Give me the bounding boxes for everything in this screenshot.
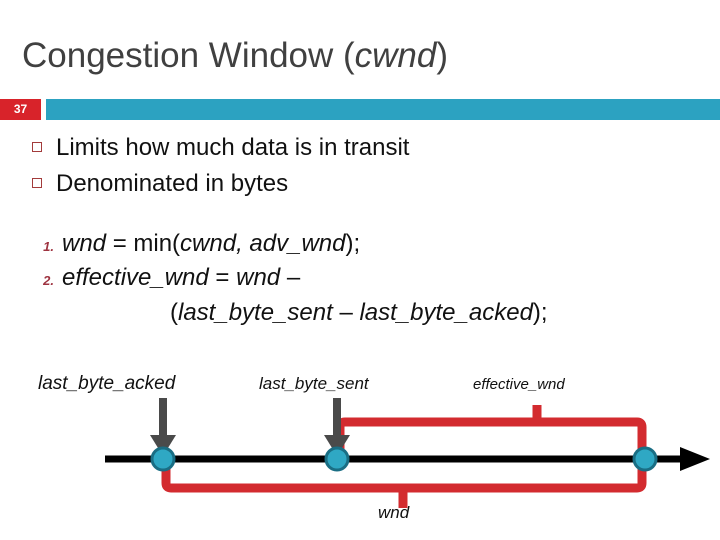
list-item: Denominated in bytes <box>20 167 680 203</box>
bullet-marker <box>20 142 56 155</box>
cwnd-diagram: last_byte_acked last_byte_sent effective… <box>0 355 720 540</box>
diagram-label-effective-wnd: effective_wnd <box>473 376 565 393</box>
continuation-close: ); <box>532 299 548 326</box>
list-number-marker: 2. <box>43 273 54 288</box>
bullet-list: Limits how much data is in transit Denom… <box>20 131 680 203</box>
page-title-tail: ) <box>436 36 449 75</box>
page-title: Congestion Window (cwnd) <box>22 34 448 78</box>
timeline-axis <box>105 447 710 471</box>
formula-1-seg-2: cwnd, adv_wnd <box>180 230 346 257</box>
diagram-canvas <box>105 398 710 508</box>
page-title-emphasis: cwnd <box>354 36 437 75</box>
list-item: Limits how much data is in transit <box>20 131 680 167</box>
title-divider-band: 37 <box>0 99 720 120</box>
bullet-item-label: Denominated in bytes <box>56 170 289 197</box>
bullet-marker <box>20 178 56 191</box>
square-bullet-icon <box>32 142 42 152</box>
bracket-wnd <box>161 462 647 508</box>
slide-number-badge: 37 <box>0 99 41 120</box>
pointer-arrow-last-byte-acked <box>150 398 176 456</box>
formula-1-seg-0: wnd <box>62 230 107 257</box>
divider-rule <box>46 99 720 120</box>
formula-line-1: wnd = min(cwnd, adv_wnd); <box>62 228 360 260</box>
node-last-byte-sent <box>324 446 350 472</box>
diagram-label-wnd: wnd <box>378 503 410 522</box>
list-item: 2. effective_wnd = wnd – <box>20 262 700 296</box>
formula-line-2: effective_wnd = wnd – <box>62 262 300 294</box>
list-item: 1. wnd = min(cwnd, adv_wnd); <box>20 228 700 262</box>
node-window-end <box>632 446 658 472</box>
formula-2-seg-0: effective_wnd <box>62 264 209 291</box>
formula-2-seg-2: wnd <box>236 264 281 291</box>
bracket-effective-wnd <box>335 405 647 456</box>
formula-1-seg-1: = min( <box>106 230 181 257</box>
formula-1-seg-3: ); <box>345 230 361 257</box>
continuation-term-a: last_byte_sent <box>178 299 333 326</box>
diagram-label-last-byte-sent: last_byte_sent <box>259 374 369 393</box>
formula-2-seg-1: = <box>208 264 237 291</box>
numbered-formula-list: 1. wnd = min(cwnd, adv_wnd); 2. effectiv… <box>20 228 700 330</box>
continuation-open-paren: ( <box>170 299 178 326</box>
node-last-byte-acked <box>150 446 176 472</box>
bullet-item-label: Limits how much data is in transit <box>56 134 410 161</box>
pointer-arrow-last-byte-sent <box>324 398 350 456</box>
page-title-main: Congestion Window ( <box>22 36 355 75</box>
diagram-label-last-byte-acked: last_byte_acked <box>38 373 176 394</box>
continuation-term-b: last_byte_acked <box>359 299 533 326</box>
formula-2-seg-3: – <box>280 264 301 291</box>
formula-line-2-continuation: (last_byte_sent – last_byte_acked); <box>62 296 700 330</box>
list-number-marker: 1. <box>43 239 54 254</box>
square-bullet-icon <box>32 178 42 188</box>
continuation-operator: – <box>332 299 360 326</box>
